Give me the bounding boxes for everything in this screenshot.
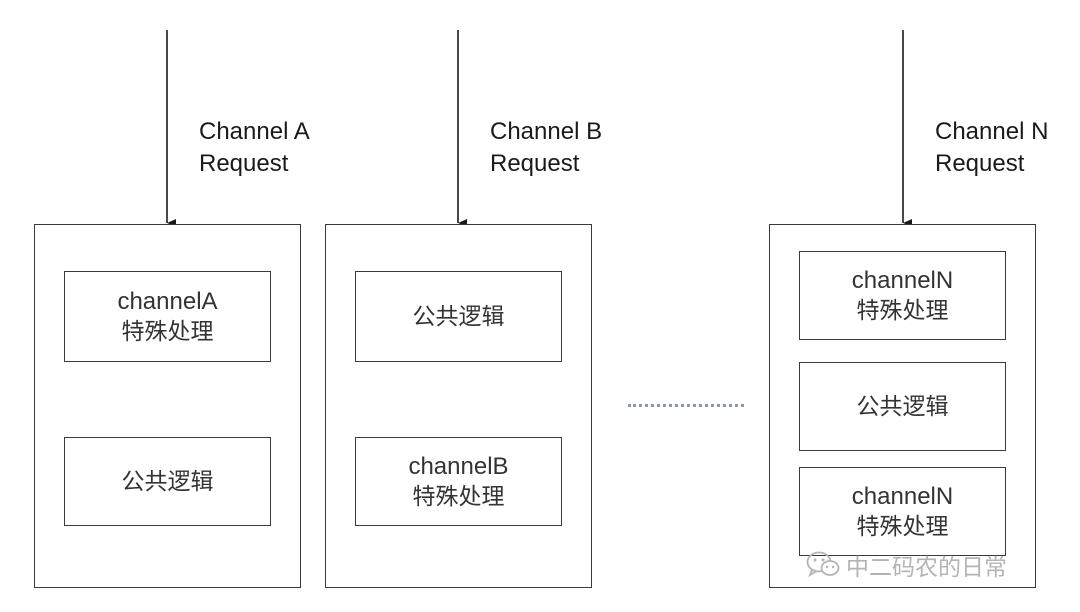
channel-b-label-line1: Channel B <box>490 118 603 145</box>
channel-n-special-bottom-line1: channelN <box>851 482 954 510</box>
channel-a-request-label: Channel A Request <box>199 116 310 180</box>
channel-n-common-line1: 公共逻辑 <box>856 393 949 420</box>
channel-n-special-top-line1: channelN <box>851 266 954 294</box>
channel-b-special-box: channelB 特殊处理 <box>355 437 562 526</box>
channel-b-special-line2: 特殊处理 <box>412 483 505 510</box>
channel-n-request-label: Channel N Request <box>935 116 1048 180</box>
channel-a-common-box: 公共逻辑 <box>64 437 271 526</box>
channel-n-common-box: 公共逻辑 <box>799 362 1006 451</box>
channel-a-special-box: channelA 特殊处理 <box>64 271 271 362</box>
channel-b-special-line1: channelB <box>408 452 509 480</box>
channel-b-common-box: 公共逻辑 <box>355 271 562 362</box>
channel-n-special-box-top: channelN 特殊处理 <box>799 251 1006 340</box>
channel-n-label-line1: Channel N <box>935 118 1049 145</box>
channel-a-special-line1: channelA <box>117 287 218 315</box>
channel-b-request-label: Channel B Request <box>490 116 602 180</box>
channel-a-label-line1: Channel A <box>199 118 310 145</box>
channel-b-common-line1: 公共逻辑 <box>412 303 505 330</box>
watermark-text: 中二码农的日常 <box>846 555 1007 581</box>
wechat-icon <box>806 551 840 579</box>
channel-n-special-bottom-line2: 特殊处理 <box>856 513 949 540</box>
channel-b-label-line2: Request <box>490 150 580 177</box>
channel-n-label-line2: Request <box>935 150 1025 177</box>
watermark: 中二码农的日常 <box>806 548 1007 582</box>
channel-n-special-box-bottom: channelN 特殊处理 <box>799 467 1006 556</box>
ellipsis-dotted-line <box>628 404 744 407</box>
channel-a-special-line2: 特殊处理 <box>121 318 214 345</box>
channel-a-common-line1: 公共逻辑 <box>121 468 214 495</box>
channel-n-special-top-line2: 特殊处理 <box>856 297 949 324</box>
channel-a-label-line2: Request <box>199 150 289 177</box>
